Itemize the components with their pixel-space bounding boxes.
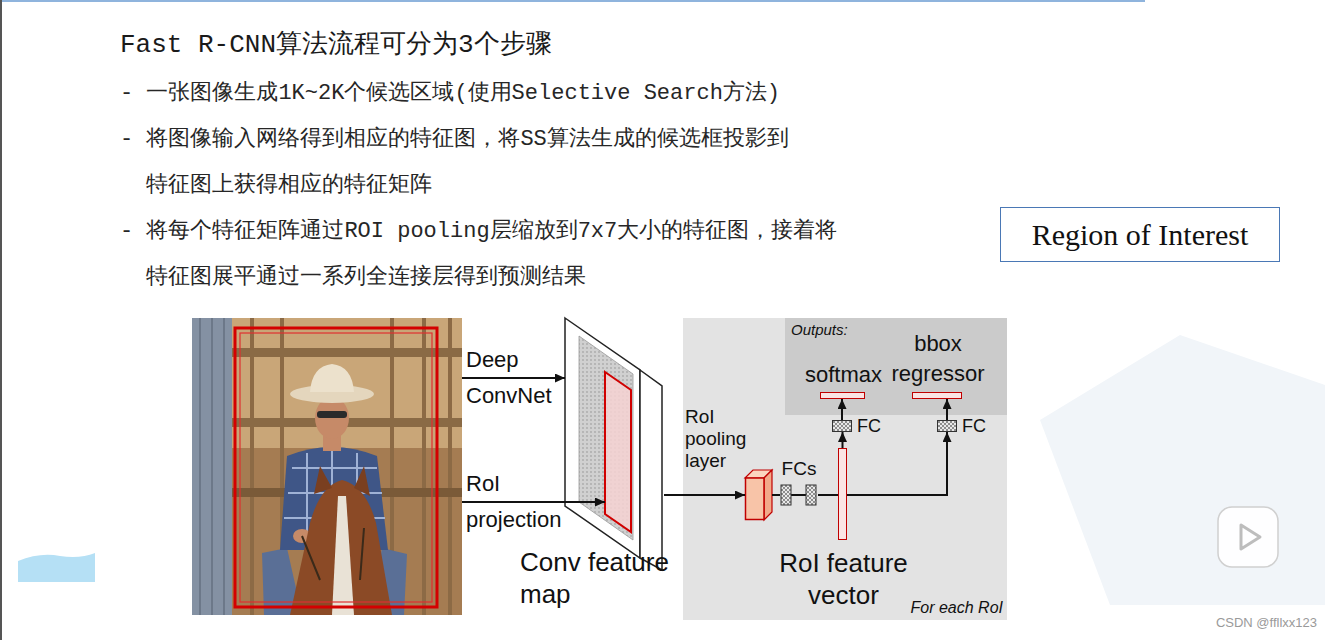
edge-group — [664, 399, 947, 495]
watermark: CSDN @ffllxx123 — [1100, 614, 1317, 632]
corner-blob — [18, 553, 95, 582]
play-icon — [1218, 507, 1278, 567]
roi-feature-vector-text: RoI feature vector — [768, 547, 919, 611]
fc-layers-text: FCs — [776, 458, 822, 480]
photo-horse-blaze — [332, 496, 354, 615]
bullet-text: - 将图像输入网络得到相应的特征图，将SS算法生成的候选框投影到 特征图上获得相… — [120, 117, 810, 209]
fc-layer: FC — [937, 420, 957, 432]
photo-rail — [232, 348, 462, 357]
feature-map: Conv feature map — [565, 318, 664, 573]
left-rule — [0, 0, 2, 640]
fc-block — [832, 420, 852, 432]
fc-layer-text: FC — [962, 415, 992, 437]
photo-face — [315, 397, 349, 439]
photo-glasses — [317, 411, 347, 418]
term-box-text: Region of Interest — [1020, 217, 1261, 253]
feature-map-slab — [565, 318, 664, 573]
connector — [946, 399, 948, 420]
arrow-label: RoI projection — [466, 466, 571, 538]
per-roi-panel: For each RoIRoI pooling layerFCsRoI feat… — [683, 318, 1007, 620]
connector — [818, 494, 838, 496]
bbox-output-text: bbox regressor — [878, 329, 998, 389]
fc-layer: FC — [832, 420, 852, 432]
play-icon-frame — [1218, 507, 1278, 567]
photo — [192, 318, 462, 615]
connector — [847, 432, 947, 495]
feature-map-text: Conv feature map — [520, 546, 670, 610]
slide-title: Fast R-CNN算法流程可分为3个步骤 — [120, 20, 552, 70]
arrow-label: Deep ConvNet — [466, 342, 566, 414]
connector — [842, 432, 844, 448]
roi-box — [235, 328, 437, 607]
roi-feature-vector: RoI feature vector — [838, 448, 847, 540]
photo-horse-ears — [314, 466, 370, 496]
per-roi-panel-text: For each RoI — [905, 598, 1003, 618]
bullet-text: - 一张图像生成1K~2K个候选区域(使用Selective Search方法) — [120, 71, 1046, 117]
softmax-output-text: softmax — [791, 361, 896, 389]
connector — [664, 494, 745, 496]
softmax-output: softmax — [820, 392, 865, 399]
fc-block — [937, 420, 957, 432]
photo-ground — [192, 318, 462, 615]
top-rule — [0, 0, 1145, 2]
photo-gate-bars — [200, 318, 224, 615]
connector — [841, 399, 843, 420]
roi-box — [240, 333, 432, 602]
pooling-block — [745, 470, 772, 520]
bbox-output: bbox regressor — [912, 392, 962, 399]
connector — [772, 494, 780, 496]
term-box: Region of Interest — [1000, 207, 1280, 262]
fc-layer-text: FC — [857, 415, 887, 437]
roi-pooling-layer-text: RoI pooling layer — [685, 406, 757, 472]
convnet-arrow — [462, 377, 565, 379]
photo-fence — [232, 318, 462, 448]
outputs-panel: Outputs:softmaxbbox regressor — [785, 318, 1007, 415]
photo-gate — [192, 318, 232, 615]
photo-hat — [310, 364, 354, 392]
fc-pair — [780, 484, 818, 506]
bullet-text: - 将每个特征矩阵通过ROI pooling层缩放到7x7大小的特征图，接着将 … — [120, 209, 860, 301]
photo-horse — [290, 480, 392, 615]
fc-layers: FCs — [780, 484, 818, 506]
photo-posts — [252, 318, 450, 615]
outputs-panel-text: Outputs: — [791, 321, 871, 339]
background-shape — [1040, 335, 1325, 605]
projection-arrow — [462, 501, 605, 503]
photo-reins — [302, 528, 364, 580]
play-icon-triangle — [1241, 525, 1260, 549]
roi-pooling-layer: RoI pooling layer — [745, 470, 772, 520]
